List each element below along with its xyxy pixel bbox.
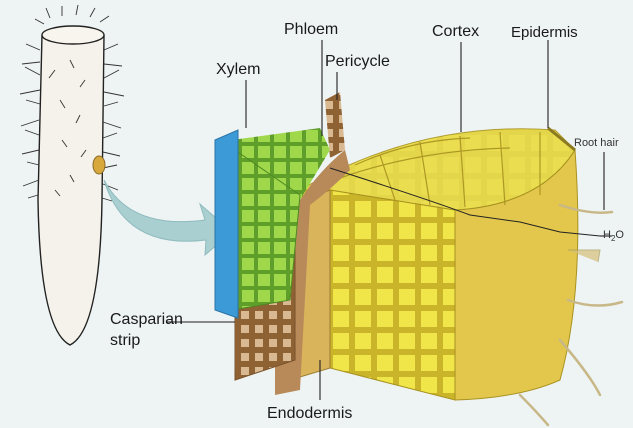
h2o-h: H (603, 229, 611, 241)
label-xylem: Xylem (216, 62, 260, 78)
label-cortex: Cortex (432, 24, 479, 40)
label-phloem: Phloem (284, 22, 338, 38)
root-cross-section (215, 92, 622, 425)
h2o-o: O (615, 229, 624, 241)
label-casparian-line2: strip (110, 333, 140, 349)
zoom-arrow (104, 180, 232, 255)
label-casparian-line1: Casparian (110, 312, 183, 328)
label-h2o: H2O (603, 230, 624, 243)
label-root-hair: Root hair (574, 138, 619, 149)
label-endodermis: Endodermis (267, 406, 352, 422)
label-pericycle: Pericycle (325, 54, 390, 70)
label-epidermis: Epidermis (511, 25, 578, 40)
root-overview-illustration (20, 5, 124, 345)
